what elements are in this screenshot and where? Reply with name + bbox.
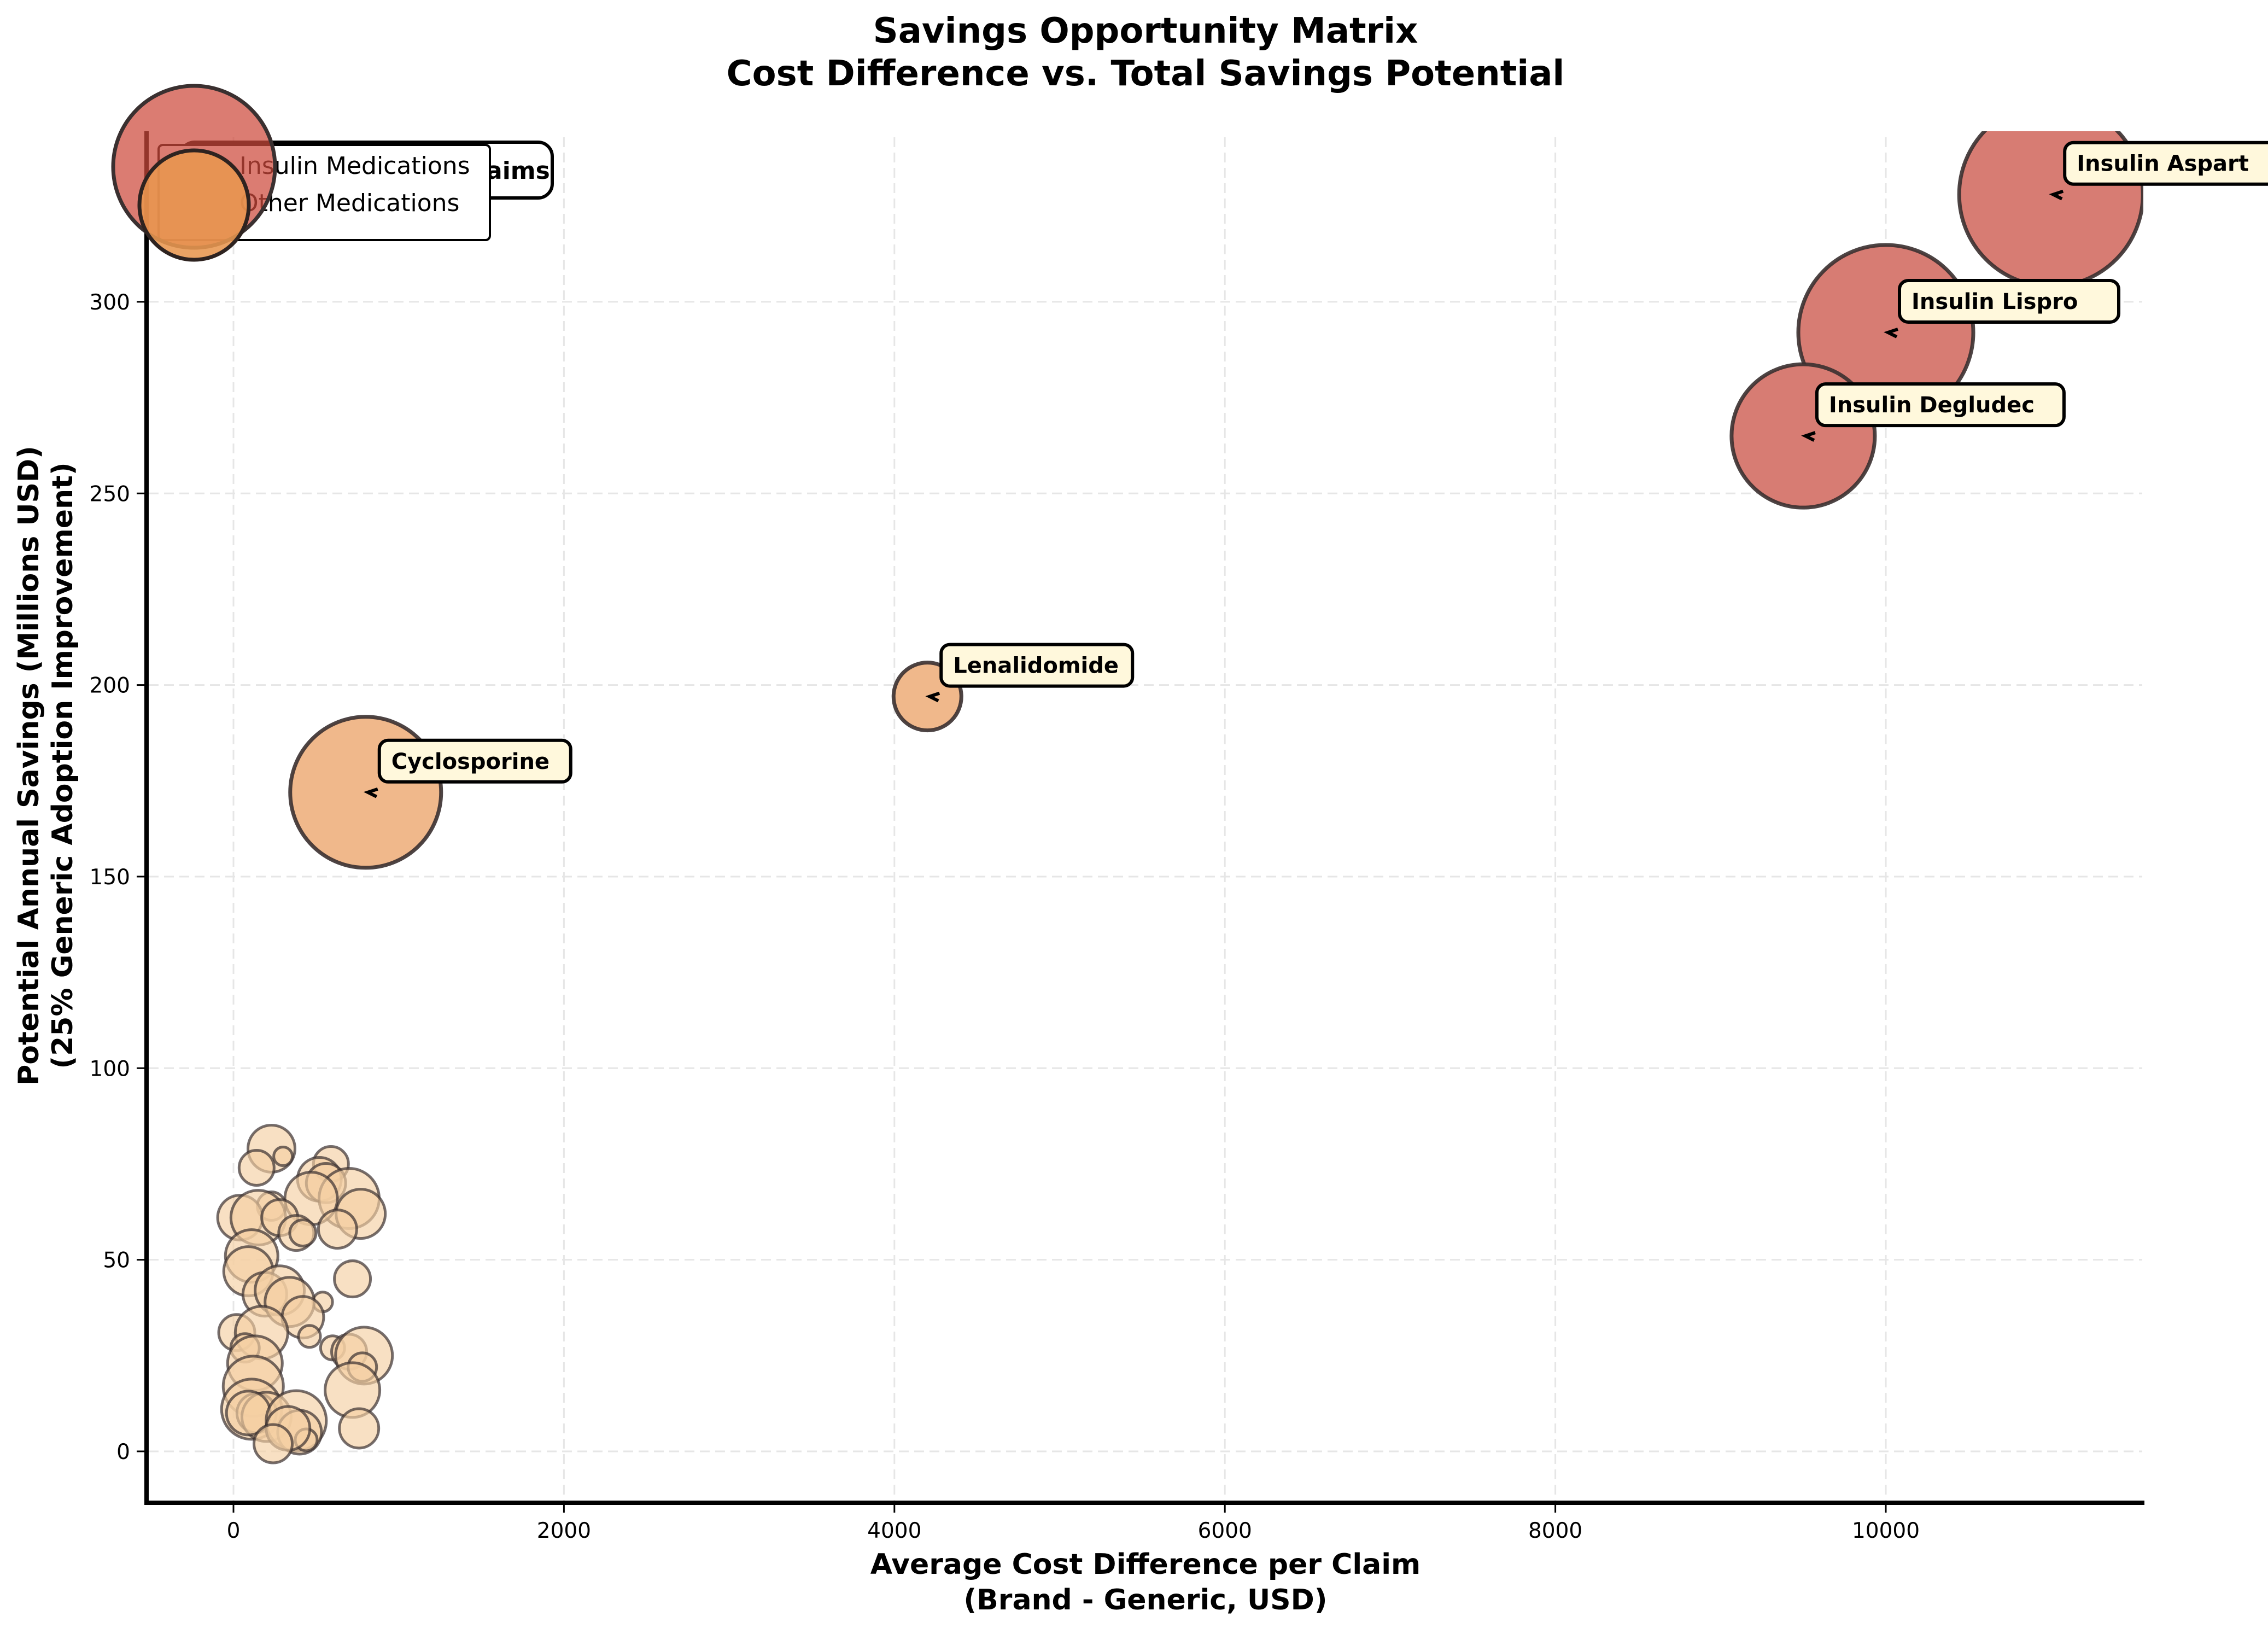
legend: Insulin Medications Other Medications [111,84,491,262]
x-tick-label: 6000 [1198,1519,1252,1543]
annotation-arrow-icon [1801,431,1816,442]
chart-title: Savings Opportunity Matrix Cost Differen… [727,11,1565,94]
x-tick-label: 0 [227,1519,241,1543]
axes-spines [144,131,2144,1505]
legend-item-insulin[interactable]: Insulin Medications [239,152,470,180]
annotation-arrow-icon [2049,189,2064,201]
bubble-other-medication[interactable] [288,1218,318,1248]
x-tick-label: 10000 [1852,1519,1920,1543]
annotation-text: Insulin Aspart [2077,151,2249,177]
x-label-line-1: Average Cost Difference per Claim [870,1548,1421,1581]
annotation-lenalidomide: Lenalidomide [925,643,1135,703]
y-tick-label: 50 [103,1248,130,1273]
bubble-other-medication[interactable] [253,1423,294,1464]
annotation-cyclosporine: Cyclosporine [363,738,572,798]
bubble-other-medication[interactable] [272,1145,294,1167]
y-label-line-1: Potential Annual Savings (Millions USD) [13,446,45,1086]
legend-label-insulin: Insulin Medications [239,152,470,180]
legend-marker-other [137,148,251,262]
y-axis-label: Potential Annual Savings (Millions USD) … [13,446,79,1086]
x-axis-label: Average Cost Difference per Claim (Brand… [870,1548,1421,1617]
x-tick-label: 4000 [867,1519,921,1543]
title-line-1: Savings Opportunity Matrix [873,11,1418,51]
legend-label-other: Other Medications [239,189,459,217]
y-tick-label: 150 [90,865,130,890]
title-line-2: Cost Difference vs. Total Savings Potent… [727,54,1565,94]
annotation-insulin-lispro: Insulin Lispro [1884,278,2120,339]
legend-item-other[interactable]: Other Medications [239,189,459,217]
bubble-other-medication[interactable] [297,1324,322,1349]
y-tick-label: 0 [116,1440,130,1464]
y-tick-label: 200 [90,674,130,698]
annotation-arrow-icon [363,787,378,798]
y-axis-ticks: 0 50 100 150 200 250 300 [90,290,144,1464]
y-tick-label: 100 [90,1057,130,1081]
annotation-arrow-icon [925,691,940,703]
y-tick-label: 300 [90,290,130,315]
annotation-arrow-icon [1884,328,1898,339]
x-label-line-2: (Brand - Generic, USD) [963,1584,1327,1617]
annotation-text: Cyclosporine [391,749,550,774]
bubble-other-medication[interactable] [338,1407,381,1450]
annotation-insulin-aspart: Insulin Aspart [2049,141,2268,201]
annotation-text: Lenalidomide [953,653,1119,679]
y-tick-label: 250 [90,482,130,506]
bubble-other-medication[interactable] [237,1148,276,1187]
annotation-text: Insulin Degludec [1829,393,2035,418]
x-axis-ticks: 0 2000 4000 6000 8000 10000 [227,1505,1920,1543]
annotation-text: Insulin Lispro [1912,289,2078,314]
bubble-other-medication[interactable] [317,1209,358,1250]
bubble-other-medication[interactable] [333,1259,372,1299]
x-tick-label: 2000 [537,1519,591,1543]
y-label-line-2: (25% Generic Adoption Improvement) [46,462,79,1069]
annotation-insulin-degludec: Insulin Degludec [1801,382,2066,442]
x-tick-label: 8000 [1528,1519,1582,1543]
